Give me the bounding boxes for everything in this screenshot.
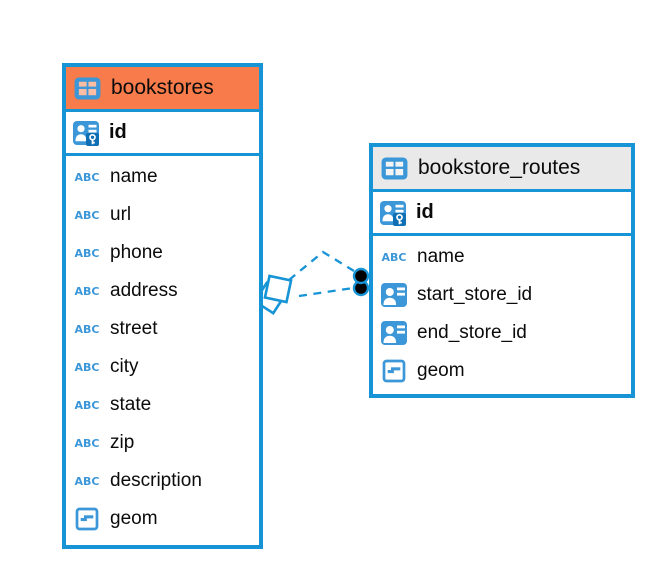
column-row-start-store-id[interactable]: start_store_id — [373, 276, 631, 314]
column-label: description — [110, 470, 202, 491]
text-type-icon: ABC — [74, 208, 100, 222]
primary-key-icon — [379, 200, 407, 226]
column-row-phone[interactable]: ABC phone — [66, 234, 259, 272]
column-row-street[interactable]: ABC street — [66, 310, 259, 348]
table-icon — [381, 157, 408, 180]
column-label: id — [109, 121, 127, 143]
geometry-type-icon — [382, 359, 406, 383]
table-title: bookstores — [111, 76, 214, 99]
column-label: city — [110, 356, 139, 377]
relationship-line-lower[interactable] — [298, 286, 354, 298]
text-type-icon: ABC — [381, 250, 407, 264]
table-bookstores[interactable]: bookstores id ABC name ABC url ABC phone… — [62, 63, 263, 549]
foreign-key-icon — [380, 282, 408, 308]
text-type-icon: ABC — [74, 284, 100, 298]
column-row-name[interactable]: ABC name — [66, 158, 259, 196]
circle-markers[interactable] — [352, 267, 370, 297]
column-list: ABC name ABC url ABC phone ABC address A… — [66, 156, 259, 538]
column-row-description[interactable]: ABC description — [66, 462, 259, 500]
column-label: phone — [110, 242, 163, 263]
column-list: ABC name start_store_id end_store_id geo… — [373, 236, 631, 390]
column-row-name[interactable]: ABC name — [373, 238, 631, 276]
column-label: address — [110, 280, 178, 301]
text-type-icon: ABC — [74, 398, 100, 412]
table-header-bookstore-routes[interactable]: bookstore_routes — [373, 147, 631, 192]
column-row-state[interactable]: ABC state — [66, 386, 259, 424]
column-label: end_store_id — [417, 322, 527, 343]
column-row-zip[interactable]: ABC zip — [66, 424, 259, 462]
column-label: state — [110, 394, 152, 415]
text-type-icon: ABC — [74, 436, 100, 450]
text-type-icon: ABC — [74, 474, 100, 488]
table-header-bookstores[interactable]: bookstores — [66, 67, 259, 112]
text-type-icon: ABC — [74, 322, 100, 336]
text-type-icon: ABC — [74, 246, 100, 260]
geometry-type-icon — [75, 507, 99, 531]
column-label: url — [110, 204, 132, 225]
column-row-url[interactable]: ABC url — [66, 196, 259, 234]
table-icon — [74, 77, 101, 100]
column-row-geom[interactable]: geom — [66, 500, 259, 538]
column-label: name — [417, 246, 465, 267]
text-type-icon: ABC — [74, 170, 100, 184]
column-label: street — [110, 318, 158, 339]
primary-key-icon — [72, 120, 100, 146]
column-label: geom — [110, 508, 158, 529]
table-title: bookstore_routes — [418, 156, 581, 179]
foreign-key-icon — [380, 320, 408, 346]
column-row-id[interactable]: id — [373, 192, 631, 236]
column-label: geom — [417, 360, 465, 381]
column-label: zip — [110, 432, 135, 453]
column-label: start_store_id — [417, 284, 533, 305]
column-row-address[interactable]: ABC address — [66, 272, 259, 310]
column-row-geom[interactable]: geom — [373, 352, 631, 390]
column-row-id[interactable]: id — [66, 112, 259, 156]
column-row-end-store-id[interactable]: end_store_id — [373, 314, 631, 352]
table-bookstore-routes[interactable]: bookstore_routes id ABC name start_store… — [369, 143, 635, 398]
relationship-line-upper[interactable] — [288, 250, 355, 281]
column-row-city[interactable]: ABC city — [66, 348, 259, 386]
column-label: name — [110, 166, 158, 187]
text-type-icon: ABC — [74, 360, 100, 374]
column-label: id — [416, 201, 434, 223]
